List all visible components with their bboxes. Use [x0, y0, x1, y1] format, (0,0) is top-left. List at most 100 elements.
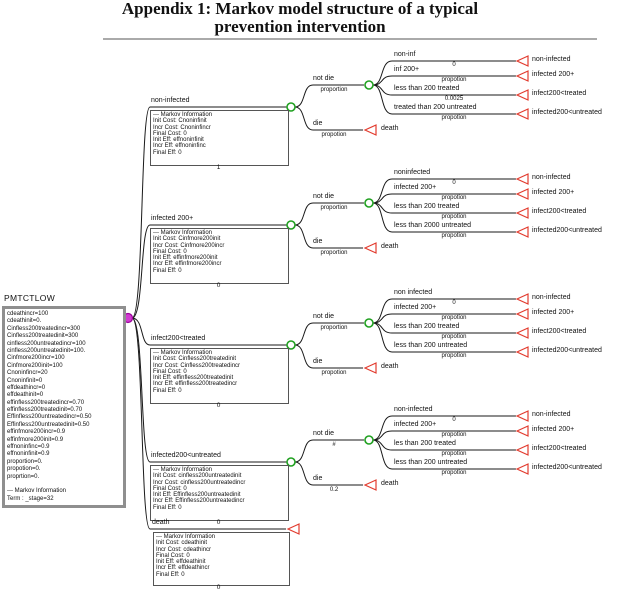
terminal-label: infected200<untreated [532, 109, 602, 116]
chance-node-icon[interactable] [364, 80, 374, 90]
terminal-node-icon[interactable] [515, 444, 529, 456]
not-die-label[interactable]: not die [313, 75, 335, 82]
state-node-icon[interactable] [286, 340, 296, 350]
state-label[interactable]: death [152, 519, 170, 526]
text-line: --- Markov Information [153, 467, 213, 473]
not-die-label[interactable]: not die [313, 193, 335, 200]
terminal-node-icon[interactable] [363, 479, 377, 491]
text-line: effnoninfinit=0.9 [7, 451, 50, 458]
terminal-node-icon[interactable] [515, 346, 529, 358]
state-label[interactable]: infected 200+ [151, 215, 194, 222]
outcome-label[interactable]: non-infected [394, 406, 433, 413]
text-line: Cinfmore200incr=100 [7, 355, 65, 362]
state-label[interactable]: infected200<untreated [151, 452, 221, 459]
terminal-node-icon[interactable] [286, 523, 300, 535]
root-node-label[interactable]: PMTCTLOW [4, 293, 56, 303]
terminal-node-icon[interactable] [515, 327, 529, 339]
text-line: effdeathincr=0 [7, 384, 46, 391]
state-node-icon[interactable] [286, 102, 296, 112]
outcome-label[interactable]: infected 200+ [394, 421, 437, 428]
state-label[interactable]: infect200<treated [151, 335, 206, 342]
terminal-node-icon[interactable] [515, 207, 529, 219]
text-line: propotion=0. [7, 466, 41, 473]
not-die-branch [294, 322, 364, 346]
terminal-node-icon[interactable] [515, 70, 529, 82]
text-line: Final Eff: 0 [153, 387, 182, 394]
state-label[interactable]: non-infected [151, 97, 190, 104]
not-die-probability: proportion [320, 325, 348, 331]
die-label[interactable]: die [313, 358, 323, 365]
terminal-node-icon[interactable] [515, 308, 529, 320]
outcome-label[interactable]: noninfected [394, 169, 431, 176]
outcome-label[interactable]: less than 200 untreated [394, 459, 468, 466]
die-label[interactable]: die [313, 120, 323, 127]
outcome-label[interactable]: less than 200 untreated [394, 342, 468, 349]
text-line: cdeathinit=0. [7, 318, 42, 325]
text-line: Final Eff: 0 [156, 571, 185, 578]
outcome-probability: 0 [452, 62, 456, 68]
text-line: Incr Cost: cdeathincr [156, 546, 212, 553]
text-line: Incr Eff: effinfmore200incr [153, 261, 222, 268]
text-line: Final Cost: 0 [153, 368, 187, 375]
terminal-node-icon[interactable] [515, 410, 529, 422]
not-die-probability: proportion [320, 87, 348, 93]
state-node-icon[interactable] [286, 457, 296, 467]
terminal-node-icon[interactable] [515, 108, 529, 120]
outcome-probability: 0 [452, 300, 456, 306]
terminal-label: infected 200+ [532, 426, 575, 433]
branch-probability: 0 [216, 584, 221, 591]
terminal-node-icon[interactable] [363, 362, 377, 374]
terminal-label: infected200<untreated [532, 347, 602, 354]
terminal-label: non-infected [532, 294, 571, 301]
outcome-label[interactable]: less than 200 treated [394, 85, 460, 92]
outcome-label[interactable]: les than 200 treated [394, 440, 456, 447]
chance-node-icon[interactable] [364, 318, 374, 328]
chance-node-icon[interactable] [364, 435, 374, 445]
die-label[interactable]: die [313, 238, 323, 245]
outcome-probability: 0 [452, 417, 456, 423]
text-line: --- Markov Information [153, 350, 213, 356]
outcome-label[interactable]: less than 2000 untreated [394, 222, 472, 229]
terminal-label: non-infected [532, 411, 571, 418]
terminal-node-icon[interactable] [515, 55, 529, 67]
outcome-label[interactable]: non-inf [394, 51, 416, 58]
text-line: cinfless200untreatedinit=100. [7, 347, 86, 354]
die-branch [294, 224, 363, 249]
terminal-node-icon[interactable] [515, 188, 529, 200]
outcome-label[interactable]: less than 200 treated [394, 203, 460, 210]
outcome-probability: propotion [441, 353, 467, 359]
not-die-label[interactable]: not die [313, 313, 335, 320]
die-label[interactable]: die [313, 475, 323, 482]
text-line: effdeathinit=0 [7, 392, 44, 399]
outcome-label[interactable]: treated than 200 untreated [394, 104, 477, 111]
text-line: Final Eff: 0 [153, 267, 182, 274]
terminal-node-icon[interactable] [515, 463, 529, 475]
not-die-branch [294, 84, 364, 108]
outcome-label[interactable]: infected 200+ [394, 184, 437, 191]
terminal-node-icon[interactable] [515, 173, 529, 185]
terminal-node-icon[interactable] [363, 124, 377, 136]
state-node-icon[interactable] [286, 220, 296, 230]
outcome-branch [372, 313, 516, 324]
chance-node-icon[interactable] [364, 198, 374, 208]
outcome-label[interactable]: infected 200+ [394, 304, 437, 311]
outcome-label[interactable]: inf 200+ [394, 66, 420, 73]
outcome-probability: propotion [441, 451, 467, 457]
root-branch-curve [131, 224, 287, 319]
terminal-node-icon[interactable] [363, 242, 377, 254]
page-title: Appendix 1: Markov model structure of a … [0, 0, 600, 36]
branch-probability: 0 [216, 402, 221, 409]
terminal-node-icon[interactable] [515, 226, 529, 238]
terminal-node-icon[interactable] [515, 425, 529, 437]
text-line: effnoninfinc=0.9 [7, 444, 50, 451]
text-line: Cinfmore200init=100 [7, 362, 63, 369]
outcome-label[interactable]: non infected [394, 289, 433, 296]
outcome-label[interactable]: less than 200 treated [394, 323, 460, 330]
not-die-label[interactable]: not die [313, 430, 335, 437]
text-line: cinfless200untreatedincr=100 [7, 340, 86, 347]
branch-probability: 0 [216, 282, 221, 289]
text-line [7, 481, 121, 488]
terminal-node-icon[interactable] [515, 293, 529, 305]
text-line: Final Cost: 0 [153, 485, 187, 492]
terminal-node-icon[interactable] [515, 89, 529, 101]
